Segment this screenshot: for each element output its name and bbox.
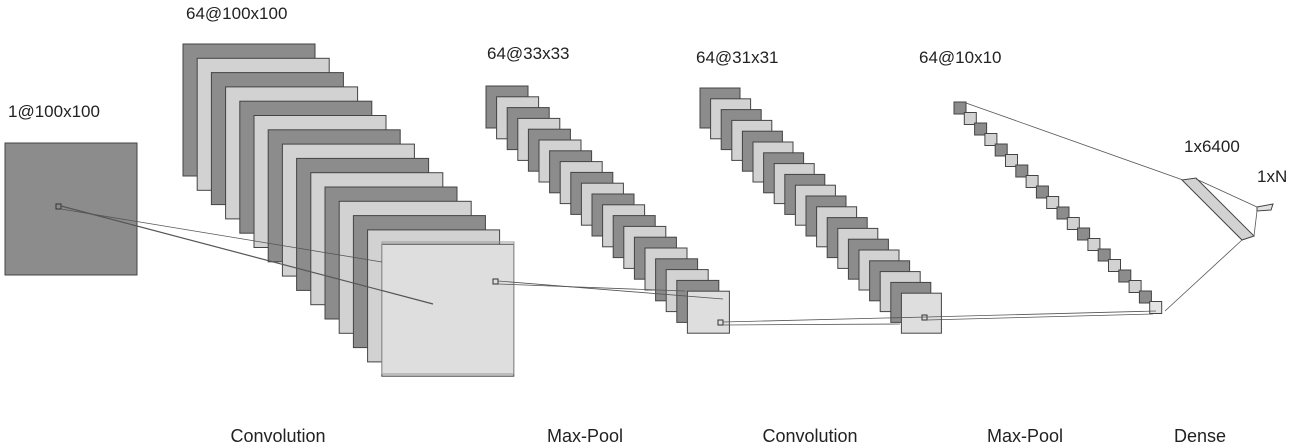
connection-line-2 [60, 208, 383, 263]
connection-line-12 [1253, 210, 1258, 237]
connection-line-10 [1164, 239, 1243, 312]
connection-line-8 [926, 313, 1154, 321]
pool2-map-9 [1035, 185, 1049, 199]
pool2-map-7 [1015, 164, 1029, 178]
conv1-shape-label: 64@100x100 [186, 4, 287, 23]
pool2-map-6 [1005, 154, 1018, 167]
op-label-maxpool-2: Max-Pool [987, 426, 1063, 446]
connection-line-6 [722, 323, 901, 326]
pool2-map-20 [1149, 301, 1163, 314]
pool2-map-5 [994, 143, 1008, 157]
pool2-map-14 [1087, 238, 1101, 251]
pool2-map-18 [1128, 280, 1142, 293]
pool2-map-16 [1108, 259, 1121, 272]
connection-line-1 [60, 205, 434, 305]
flatten-vector [1180, 177, 1255, 241]
flatten-shape-label: 1x6400 [1184, 137, 1240, 156]
pool2-map-15 [1097, 248, 1111, 262]
conv2-feature-maps [699, 87, 942, 334]
conv1-pool-window [492, 278, 499, 285]
connection-line-11 [1195, 178, 1258, 208]
op-label-dense: Dense [1174, 426, 1226, 446]
pool2-map-4 [984, 133, 998, 146]
pool2-map-2 [963, 112, 977, 125]
dense-vectors [1180, 177, 1274, 241]
connection-lines [60, 102, 1258, 326]
pool2-map-13 [1077, 227, 1091, 241]
connection-line-3 [497, 280, 724, 300]
pool2-map-10 [1046, 196, 1060, 209]
output-vector [1256, 203, 1274, 212]
pool1-kernel-window [717, 319, 724, 326]
conv1-map-15 [381, 243, 515, 377]
connection-line-7 [926, 310, 1157, 318]
pool1-shape-label: 64@33x33 [487, 44, 570, 63]
output-shape-label: 1xN [1257, 167, 1287, 186]
conv1-front-inner-border [381, 241, 515, 375]
pool2-map-12 [1066, 217, 1080, 230]
pool2-map-19 [1138, 290, 1152, 304]
connection-line-9 [965, 102, 1184, 181]
pool2-shape-label: 64@10x10 [919, 48, 1002, 67]
pool2-map-3 [974, 122, 988, 136]
op-label-maxpool-1: Max-Pool [547, 426, 623, 446]
conv2-shape-label: 64@31x31 [696, 48, 779, 67]
conv1-feature-maps [182, 43, 515, 377]
op-label-convolution-1: Convolution [230, 426, 325, 446]
connection-line-4 [497, 283, 686, 292]
conv2-map-20 [900, 292, 942, 334]
pool2-map-11 [1056, 206, 1070, 220]
pool2-map-17 [1118, 269, 1132, 283]
pool1-feature-maps [485, 85, 730, 334]
pool2-feature-maps [953, 101, 1163, 314]
pool2-map-1 [953, 101, 967, 115]
op-label-convolution-2: Convolution [762, 426, 857, 446]
input-shape-label: 1@100x100 [8, 102, 100, 121]
connection-line-5 [722, 316, 928, 323]
pool2-map-8 [1025, 175, 1039, 188]
